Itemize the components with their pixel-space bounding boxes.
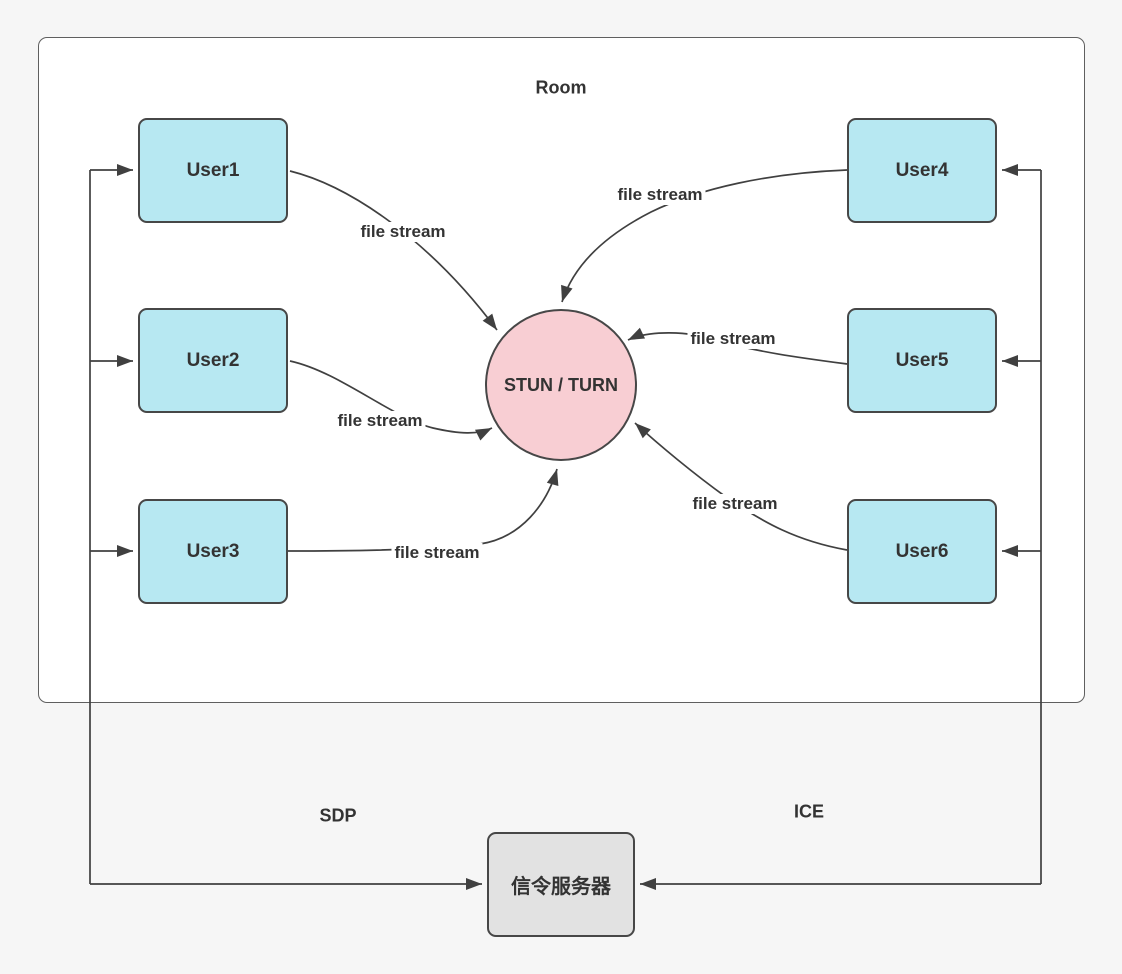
edge-user6-stun (634, 422, 848, 551)
edge-label-user4: file stream (614, 185, 706, 205)
edge-label-user6: file stream (689, 494, 781, 514)
sdp-label: SDP (319, 805, 357, 826)
node-signaling-server: 信令服务器 (487, 832, 635, 937)
room-label: Room (535, 77, 587, 98)
node-user6: User6 (847, 499, 997, 604)
edge-label-user1: file stream (357, 222, 449, 242)
edge-label-user3: file stream (391, 543, 483, 563)
node-user3: User3 (138, 499, 288, 604)
node-user1: User1 (138, 118, 288, 223)
edge-label-user2: file stream (334, 411, 426, 431)
node-user4: User4 (847, 118, 997, 223)
edge-label-user5: file stream (687, 329, 779, 349)
node-user2: User2 (138, 308, 288, 413)
edge-user1-stun (289, 170, 498, 331)
edge-user4-stun (561, 169, 848, 303)
node-user5: User5 (847, 308, 997, 413)
node-stun-turn: STUN / TURN (485, 309, 637, 461)
ice-label: ICE (793, 801, 825, 822)
edge-user3-stun (287, 468, 559, 552)
